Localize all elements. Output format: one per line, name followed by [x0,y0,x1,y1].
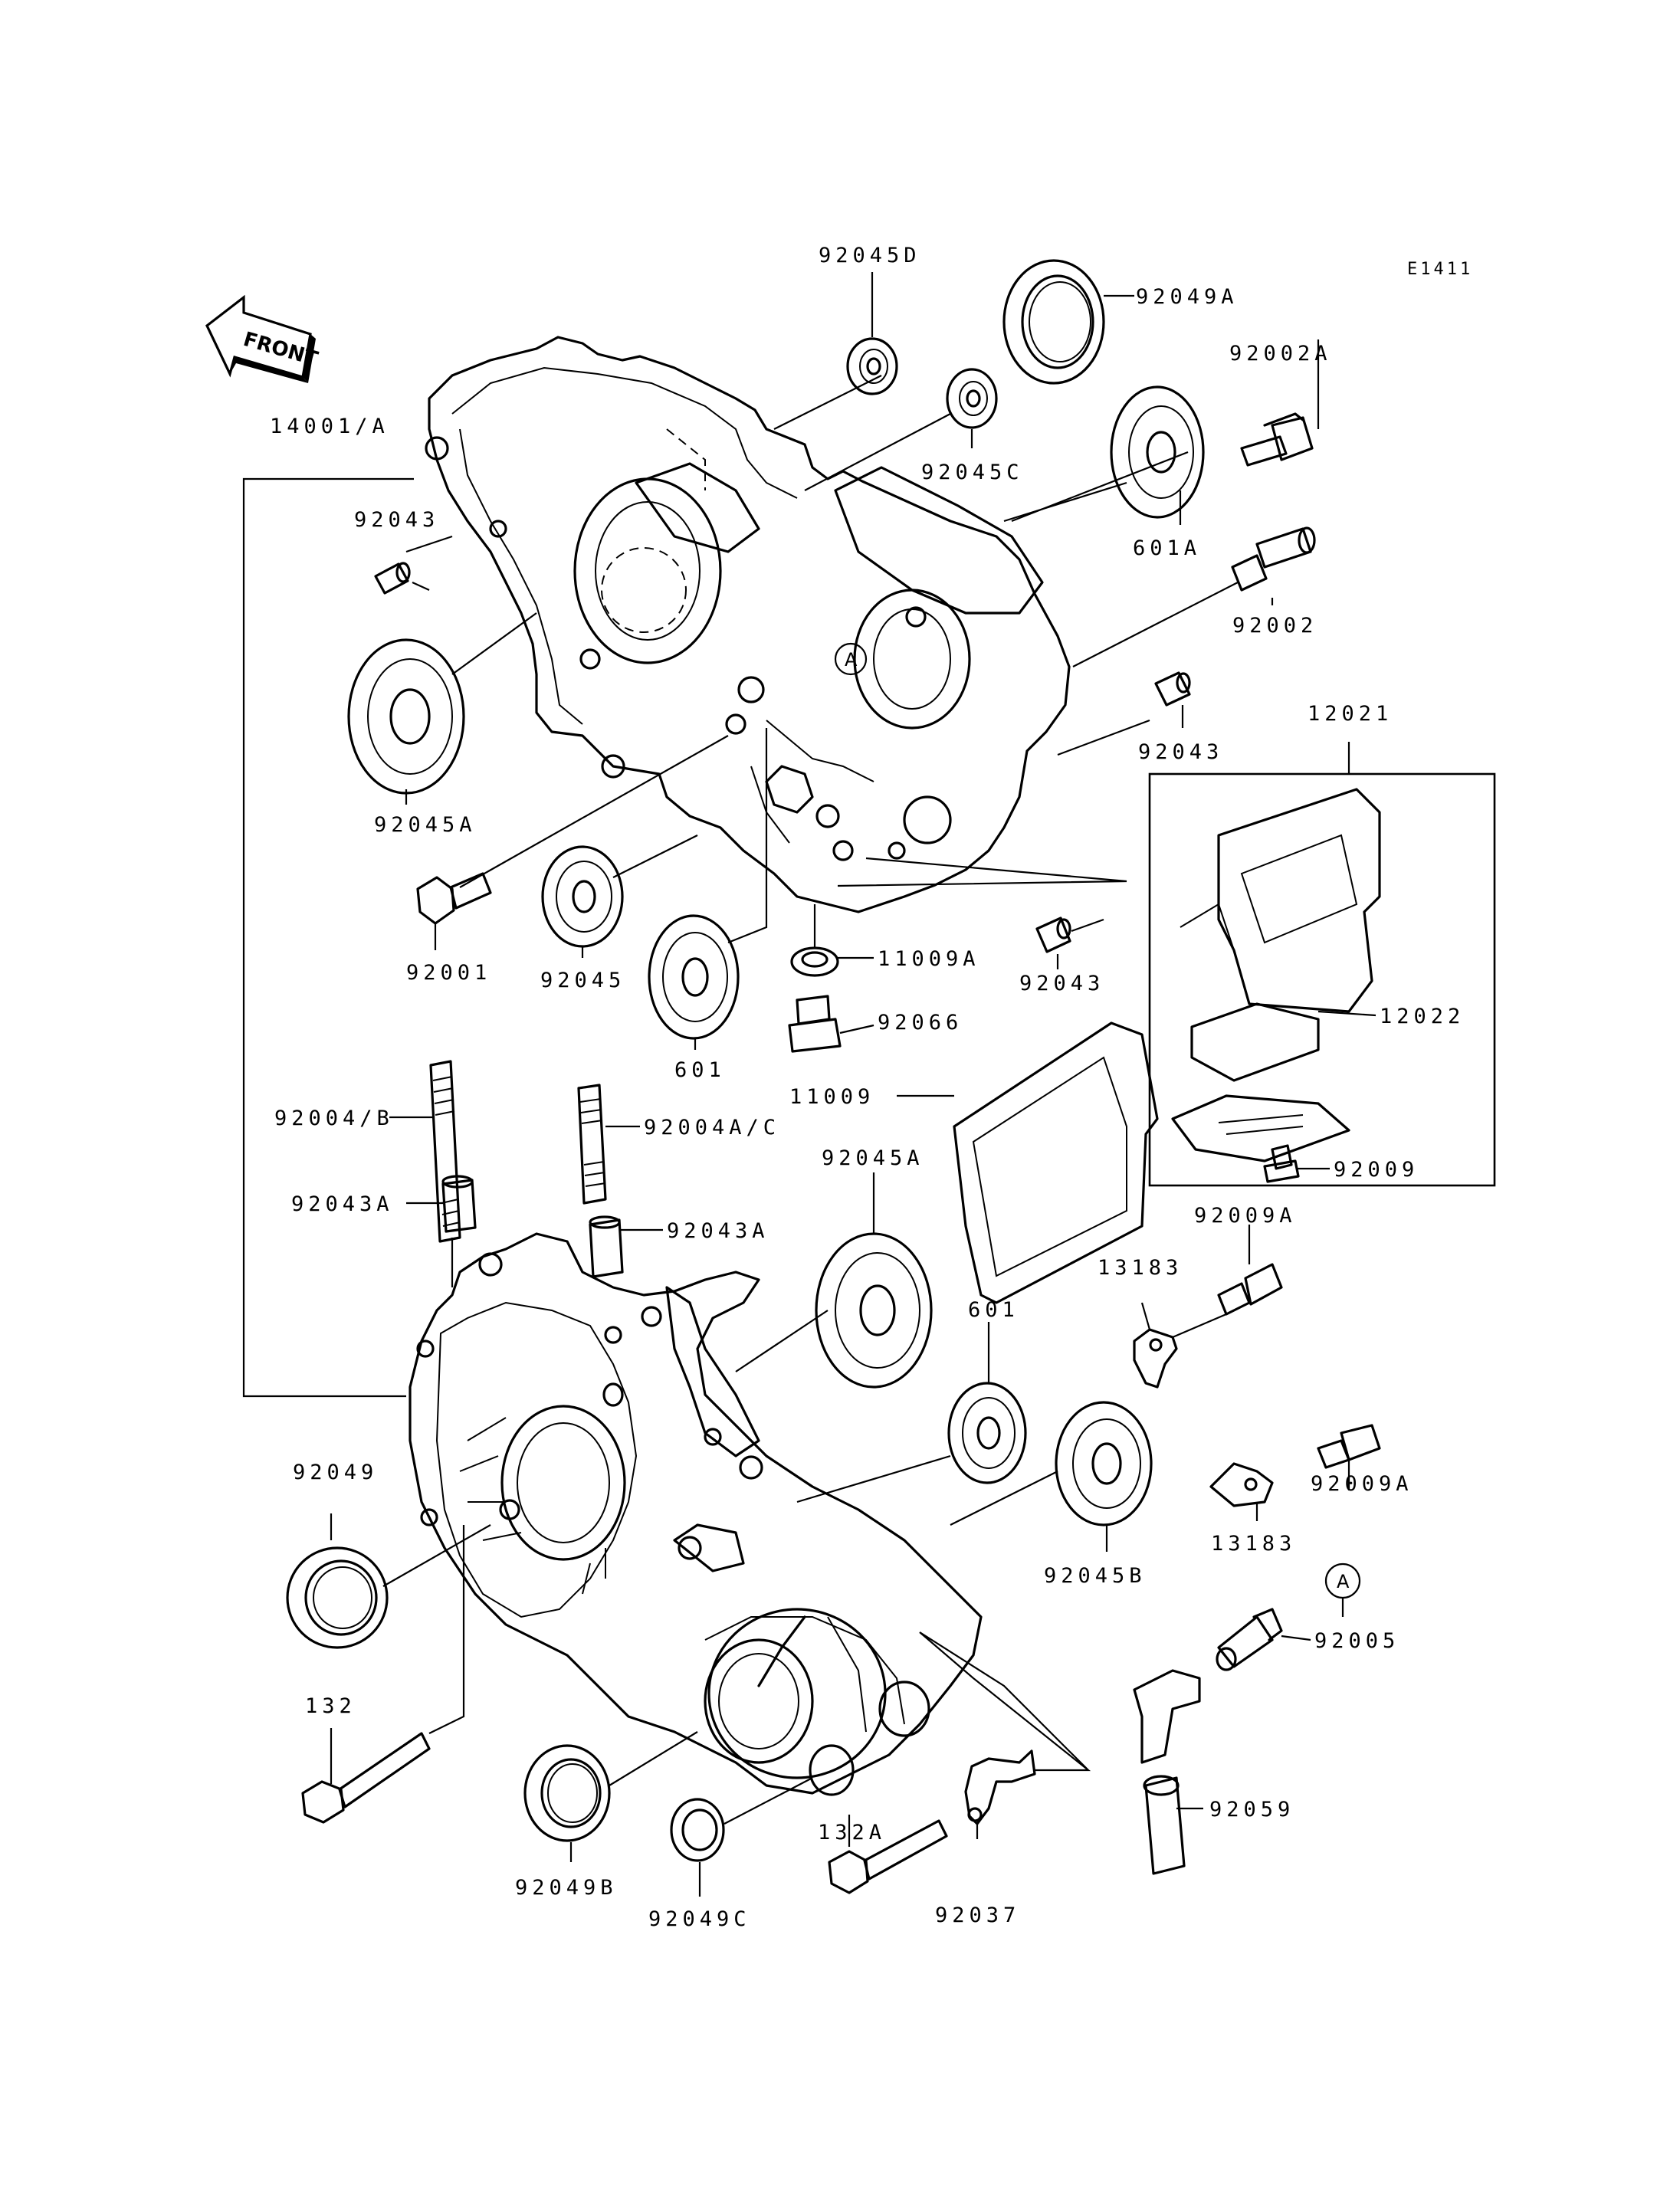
label-92004A-C: 92004A/C [644,1116,780,1139]
label-12022: 12022 [1380,1005,1465,1028]
label-12021: 12021 [1308,702,1393,726]
label-92043-mid: 92043 [1138,740,1223,764]
label-92045B: 92045B [1044,1564,1147,1588]
bearing-601-lower [947,1382,1027,1484]
label-92066: 92066 [878,1011,963,1035]
label-92001: 92001 [406,961,491,985]
bearing-601A [1110,385,1205,519]
label-13183-upper: 13183 [1098,1256,1183,1280]
bearing-601-upper [648,914,740,1040]
part-labels: 14001/A 92045D 92049A 92002A 92045C 601A… [270,244,1465,1931]
bearing-92045C [946,368,998,429]
reed-valve-assembly [1171,788,1381,1162]
label-13183-lower: 13183 [1211,1532,1296,1556]
label-92045A-lower: 92045A [822,1146,924,1170]
label-601-upper: 601 [674,1058,726,1082]
hose-92059 [1133,1669,1201,1875]
crankcase-upper-half [425,336,1071,913]
ref-marker-a-diagram-label: A [845,649,858,671]
label-92043A-right: 92043A [667,1219,769,1243]
label-92005: 92005 [1314,1629,1399,1653]
label-92009A-upper: 92009A [1194,1204,1297,1228]
label-92009A-lower: 92009A [1311,1472,1413,1496]
oil-seal-92049B [523,1744,611,1842]
label-92004-B: 92004/B [274,1107,394,1130]
front-arrow-icon: FRONT [205,294,320,383]
label-601A: 601A [1133,536,1201,560]
bolt-132 [301,1732,431,1824]
label-601-lower: 601 [968,1298,1019,1322]
oil-seal-92049A [1002,259,1105,385]
label-92049B: 92049B [515,1876,618,1900]
label-92049C: 92049C [648,1907,751,1931]
bearing-92045A-lower [815,1232,933,1389]
bearing-92045 [541,845,624,948]
dowel-92043A-b [589,1215,624,1278]
bearing-92045D [846,337,898,395]
plug-92002 [1231,526,1316,592]
label-92045A-upper: 92045A [374,813,477,837]
label-92009: 92009 [1334,1158,1419,1182]
bolt-92002A [1240,412,1314,467]
diagram-code: E1411 [1407,260,1473,279]
label-132: 132 [305,1694,356,1718]
label-92045C: 92045C [921,461,1024,484]
dowel-92043A-a [441,1175,477,1233]
bearing-92045A-upper [347,638,465,795]
stud-92004-B [429,1060,461,1243]
bolt-92009A-a [1217,1263,1283,1316]
bolt-92001 [416,872,492,925]
bearing-92045B [1055,1401,1153,1526]
label-132A: 132A [818,1821,886,1844]
oil-seal-92049C [670,1798,725,1862]
dowel-pin-92043-b [1154,671,1191,707]
screw-92009 [1263,1144,1300,1183]
clamp-92037 [964,1749,1036,1825]
label-92002A: 92002A [1229,342,1332,366]
fitting-92005 [1216,1608,1283,1671]
label-11009A: 11009A [878,947,980,971]
label-92002: 92002 [1232,614,1317,638]
label-92045: 92045 [540,969,625,992]
label-92043A-left: 92043A [291,1192,394,1216]
gasket-11009 [953,1021,1159,1304]
leader-lines [242,272,1376,1897]
label-92043-top: 92043 [354,508,439,532]
drain-plug-92066 [788,995,842,1053]
bolt-132A [828,1819,948,1894]
ref-marker-a-fitting-label: A [1337,1571,1350,1592]
crankcase-lower-half [409,1232,983,1796]
reed-valve-group-box [1148,772,1496,1187]
label-92037: 92037 [935,1904,1020,1927]
washer-11009A [790,946,839,977]
ref-marker-a-diagram: A [834,642,868,676]
label-92049A: 92049A [1136,285,1239,309]
label-92043-low: 92043 [1019,972,1104,995]
dowel-pin-92043-a [374,562,411,595]
stud-92004A-C [577,1084,607,1205]
dowel-pin-92043-c [1035,917,1071,953]
label-92059: 92059 [1209,1798,1294,1822]
bracket-13183-a [1133,1328,1178,1389]
label-14001-A: 14001/A [270,415,389,438]
bracket-13183-b [1209,1462,1274,1507]
label-11009: 11009 [789,1085,874,1109]
label-92049: 92049 [293,1461,378,1484]
label-92045D: 92045D [819,244,921,267]
ref-marker-a-fitting: A [1324,1562,1361,1599]
oil-seal-92049 [286,1546,389,1649]
